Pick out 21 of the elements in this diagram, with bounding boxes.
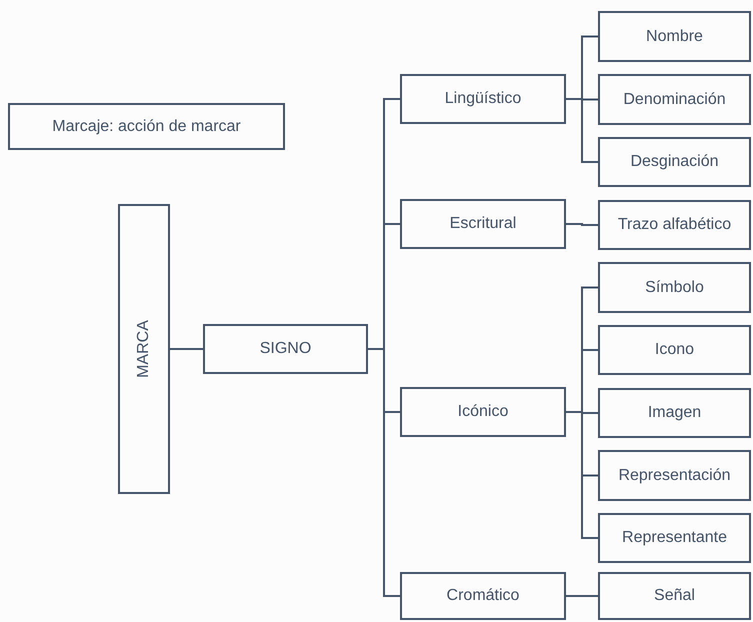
- connector-line: [170, 348, 203, 350]
- text-box: SIGNO: [203, 324, 368, 374]
- text-box: Escritural: [400, 199, 566, 249]
- text-box: Icono: [598, 325, 751, 375]
- text-box: Lingüístico: [400, 74, 566, 124]
- connector-line: [368, 348, 400, 597]
- text-box: Trazo alfabético: [598, 200, 751, 250]
- text-box: Representación: [598, 450, 751, 501]
- text-box: Símbolo: [598, 262, 751, 313]
- connector-line: [566, 595, 598, 597]
- text-box: Señal: [598, 572, 751, 620]
- vertical-box: MARCA: [118, 204, 170, 494]
- text-box: Nombre: [598, 11, 751, 62]
- text-box: Representante: [598, 513, 751, 563]
- text-box: Imagen: [598, 388, 751, 438]
- text-box: Denominación: [598, 74, 751, 125]
- text-box: Desginación: [598, 137, 751, 187]
- connector-line: [566, 223, 598, 226]
- text-box: Marcaje: acción de marcar: [8, 103, 285, 150]
- text-box: Icónico: [400, 387, 566, 437]
- text-box: Cromático: [400, 572, 566, 620]
